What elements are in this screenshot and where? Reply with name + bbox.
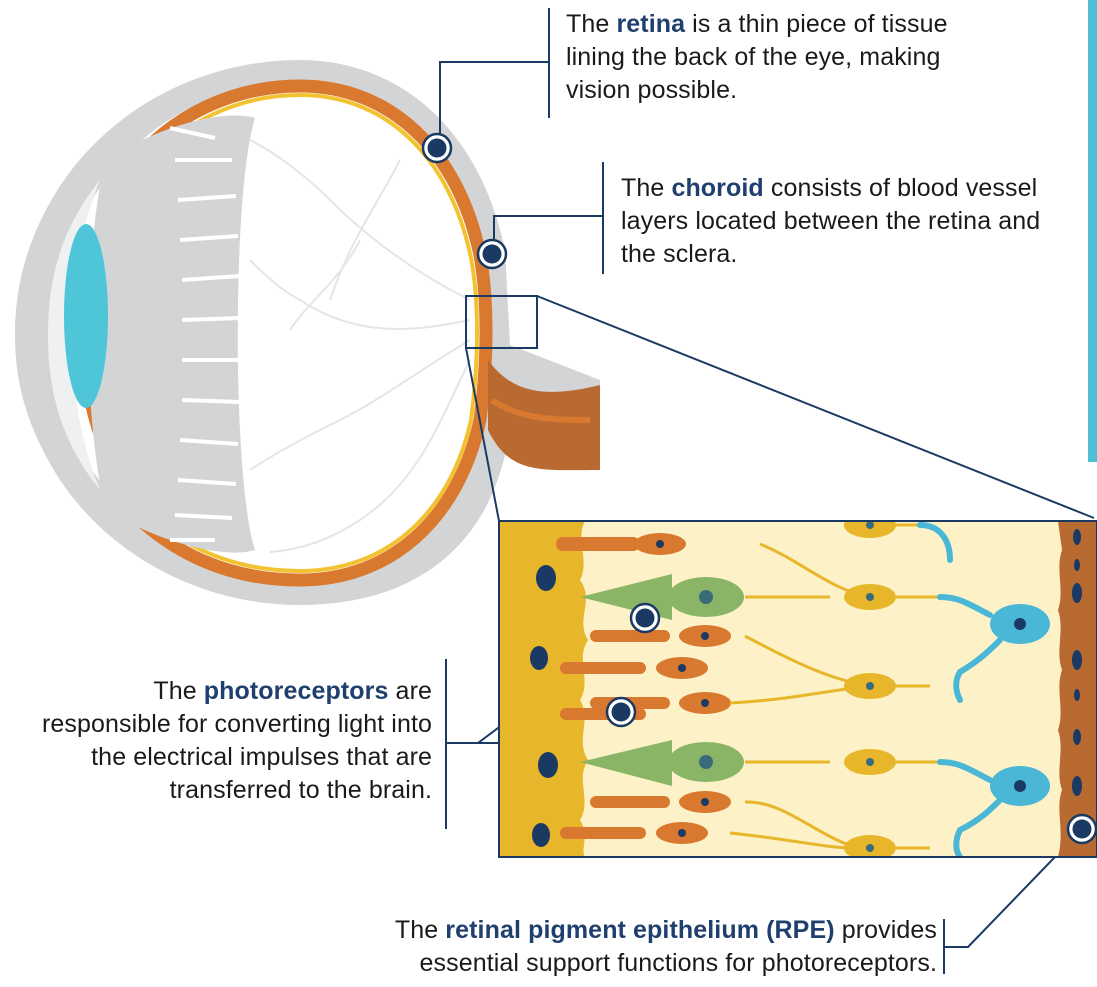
rpe-term: retinal pigment epithelium (RPE) <box>445 916 834 944</box>
photoreceptor-marker-icon <box>607 698 635 726</box>
retina-caption-prefix: The <box>566 10 616 38</box>
zonule-fan <box>88 115 255 552</box>
choroid-term: choroid <box>671 174 763 202</box>
rpe-caption: The retinal pigment epithelium (RPE) pro… <box>300 914 937 980</box>
retina-term: retina <box>616 10 685 38</box>
choroid-caption-prefix: The <box>621 174 671 202</box>
photoreceptors-caption-prefix: The <box>153 677 203 705</box>
photoreceptor-marker-icon <box>631 604 659 632</box>
photoreceptors-caption: The photoreceptors are responsible for c… <box>20 675 432 807</box>
photoreceptors-term: photoreceptors <box>204 677 389 705</box>
choroid-caption: The choroid consists of blood vessel lay… <box>621 172 1041 271</box>
choroid-marker-icon <box>478 240 506 268</box>
retina-caption: The retina is a thin piece of tissue lin… <box>566 8 986 107</box>
rpe-marker-icon <box>1068 815 1096 843</box>
rpe-caption-prefix: The <box>395 916 445 944</box>
lens <box>64 224 108 408</box>
accent-bar <box>1088 0 1097 462</box>
retina-cell-inset <box>499 512 1097 861</box>
retina-marker-icon <box>423 134 451 162</box>
